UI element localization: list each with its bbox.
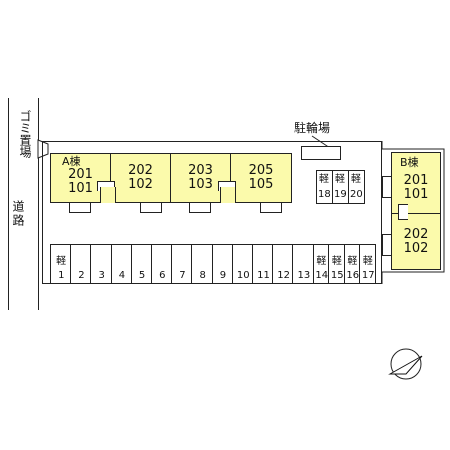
unit-number-lower: 105 <box>248 177 274 192</box>
parking-number: 20 <box>350 189 363 200</box>
parking-space-17 <box>359 244 376 284</box>
light-vehicle-label: 軽 <box>331 256 342 267</box>
unit-number-upper: 201 <box>403 173 429 188</box>
parking-number: 19 <box>334 189 347 200</box>
bicycle-parking-label: 駐輪場 <box>294 121 331 135</box>
entrance-notch <box>398 204 408 220</box>
road-label: 道路 <box>11 200 25 228</box>
unit-number-lower: 101 <box>68 181 93 196</box>
building-b-unit-2: 202 102 <box>391 213 441 270</box>
parking-number: 15 <box>330 270 344 281</box>
road-line <box>8 98 9 310</box>
light-vehicle-label: 軽 <box>316 256 327 267</box>
parking-number: 4 <box>118 270 126 281</box>
unit-number-lower: 101 <box>403 187 429 202</box>
balcony <box>69 202 91 213</box>
light-vehicle-label: 軽 <box>56 256 67 267</box>
balcony <box>260 202 282 213</box>
parking-number: 6 <box>159 270 166 281</box>
parking-number: 17 <box>361 270 375 281</box>
unit-number-lower: 102 <box>128 177 153 192</box>
unit-number-lower: 102 <box>403 240 429 256</box>
building-b-label: B棟 <box>400 156 419 169</box>
parking-number: 2 <box>78 270 85 281</box>
balcony <box>189 202 211 213</box>
unit-number-upper: 201 <box>68 167 93 182</box>
parking-number: 10 <box>236 270 250 281</box>
garbage-area-marker <box>37 139 49 159</box>
parking-number: 18 <box>318 189 331 200</box>
parking-number: 8 <box>199 270 206 281</box>
site-boundary-left <box>38 98 39 310</box>
balcony <box>140 202 162 213</box>
light-vehicle-label: 軽 <box>362 256 373 267</box>
site-outline-right <box>381 141 445 284</box>
light-vehicle-label: 軽 <box>335 174 345 185</box>
light-vehicle-label: 軽 <box>351 174 361 185</box>
parking-number: 13 <box>297 270 311 281</box>
parking-number: 12 <box>277 270 291 281</box>
unit-number-upper: 203 <box>188 163 213 178</box>
balcony <box>382 234 392 256</box>
parking-number: 14 <box>315 270 329 281</box>
building-a-unit-2: 202 102 <box>110 153 171 203</box>
parking-number: 16 <box>346 270 360 281</box>
building-b-unit-1: 201 101 <box>391 152 441 214</box>
garbage-area-label: ゴミ置場 <box>18 110 32 158</box>
balcony <box>382 176 392 198</box>
entrance-notch <box>97 181 115 191</box>
parking-number: 7 <box>179 270 186 281</box>
light-vehicle-label: 軽 <box>319 174 329 185</box>
unit-number-upper: 202 <box>403 226 429 242</box>
parking-number: 5 <box>138 270 146 281</box>
entrance-notch <box>218 181 236 191</box>
building-a-unit-4: 205 105 <box>230 153 292 203</box>
parking-number: 9 <box>219 270 227 281</box>
parking-number: 1 <box>58 270 65 281</box>
parking-number: 3 <box>98 270 105 281</box>
unit-number-upper: 202 <box>128 163 153 178</box>
north-arrow-icon <box>388 348 423 380</box>
parking-space-20 <box>348 170 365 204</box>
parking-number: 11 <box>257 270 270 281</box>
bicycle-parking-area <box>301 146 341 160</box>
unit-number-upper: 205 <box>248 163 274 178</box>
light-vehicle-label: 軽 <box>347 256 358 267</box>
building-a-label: A棟 <box>62 155 81 168</box>
unit-number-lower: 103 <box>188 177 213 192</box>
